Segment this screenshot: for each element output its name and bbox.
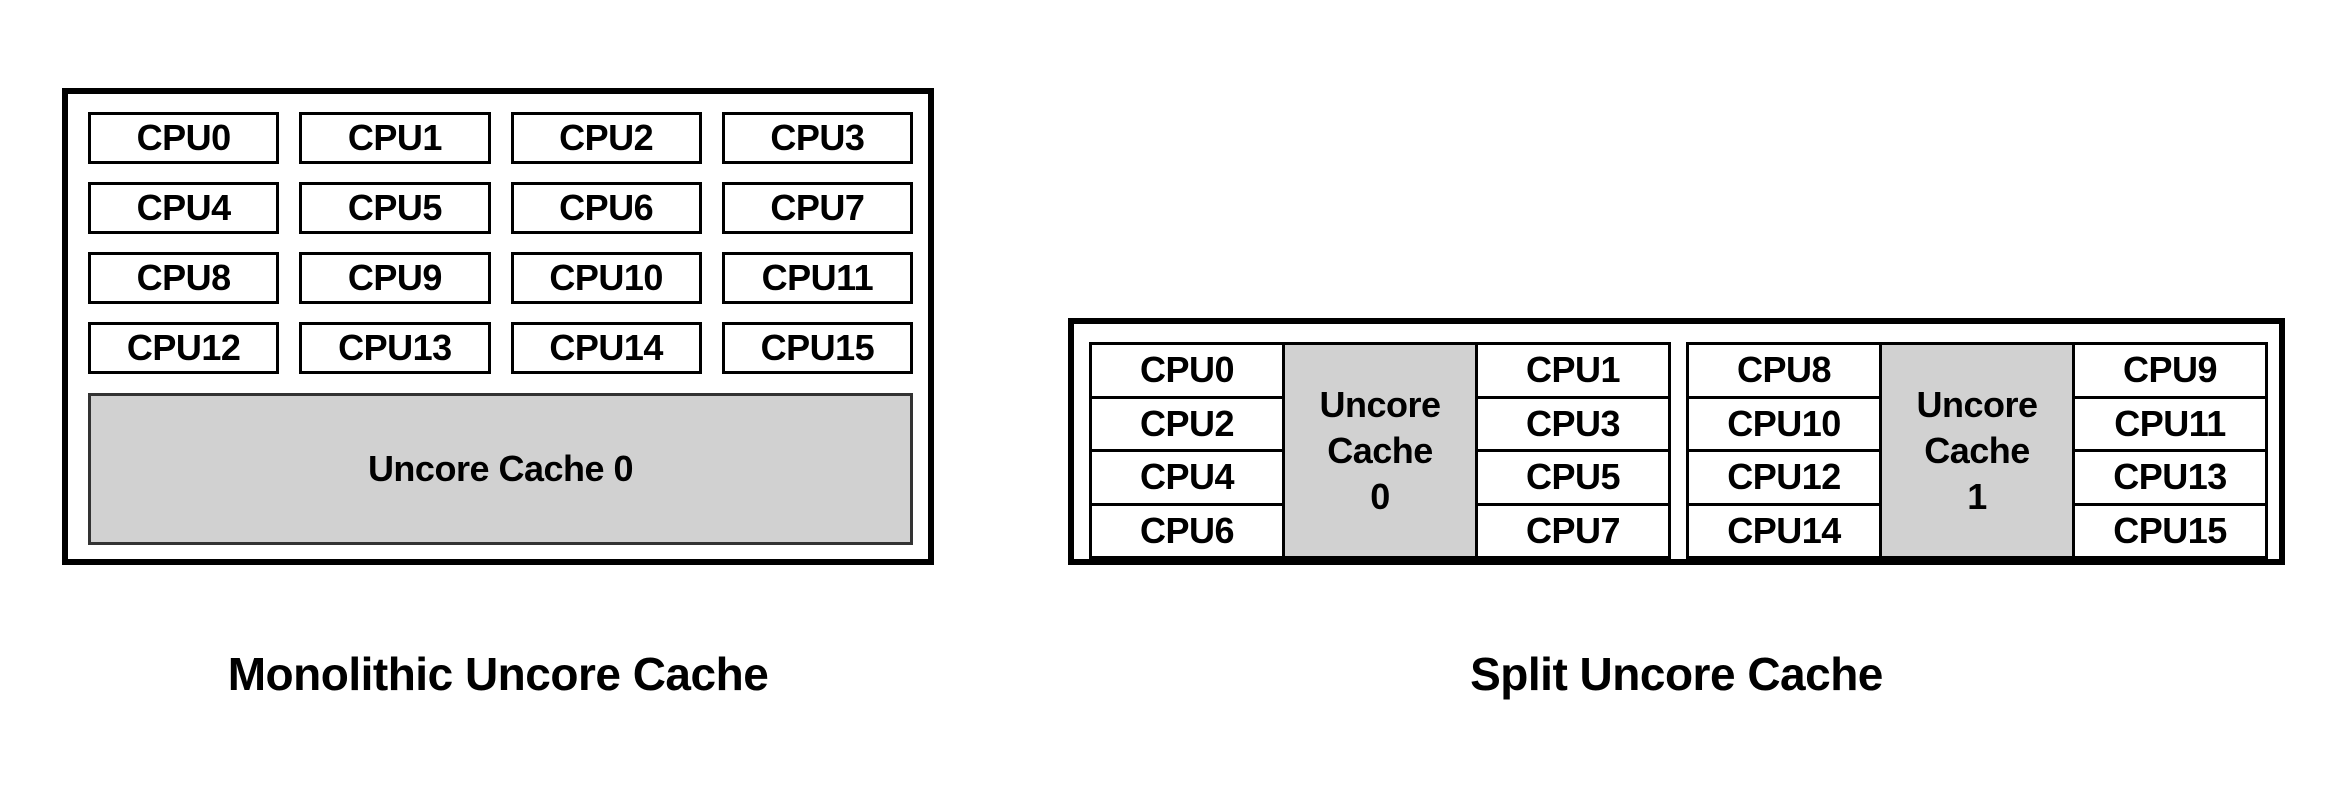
uncore-cache-0-block: Uncore Cache 0 bbox=[88, 393, 913, 545]
cluster-row: CPU4 CPU5 bbox=[1089, 449, 1671, 506]
uncore-cache-1-cell: Uncore Cache 1 bbox=[1879, 342, 2075, 559]
cpu-cell: CPU13 bbox=[2072, 449, 2268, 506]
cache-label-line: Uncore bbox=[1916, 383, 2038, 425]
cpu-box: CPU3 bbox=[721, 112, 913, 164]
cache-label-line: Cache bbox=[1327, 429, 1433, 471]
cpu-box: CPU10 bbox=[510, 252, 702, 304]
cpu-cell: CPU15 bbox=[2072, 502, 2268, 559]
cpu-grid: CPU0 CPU1 CPU2 CPU3 CPU4 CPU5 CPU6 CPU7 … bbox=[88, 112, 913, 374]
cpu-cell: CPU10 bbox=[1686, 395, 1882, 452]
cpu-cell: CPU14 bbox=[1686, 502, 1882, 559]
cpu-box: CPU6 bbox=[510, 182, 702, 234]
cluster-row: CPU6 CPU7 bbox=[1089, 502, 1671, 559]
monolithic-uncore-diagram: CPU0 CPU1 CPU2 CPU3 CPU4 CPU5 CPU6 CPU7 … bbox=[62, 88, 934, 565]
cluster-0: CPU0 Uncore Cache 0 CPU1 CPU2 CPU3 CPU4 … bbox=[1089, 342, 1671, 559]
cluster-row: CPU0 Uncore Cache 0 CPU1 bbox=[1089, 342, 1671, 559]
cpu-box: CPU7 bbox=[721, 182, 913, 234]
cpu-box: CPU11 bbox=[721, 252, 913, 304]
cpu-box: CPU0 bbox=[88, 112, 280, 164]
cache-label-line: Uncore bbox=[1319, 383, 1441, 425]
cpu-cell: CPU11 bbox=[2072, 395, 2268, 452]
cpu-cell: CPU9 bbox=[2072, 342, 2268, 399]
cpu-cell: CPU6 bbox=[1089, 502, 1285, 559]
cluster-row: CPU12 CPU13 bbox=[1686, 449, 2268, 506]
cpu-box: CPU1 bbox=[299, 112, 491, 164]
cpu-box: CPU13 bbox=[299, 322, 491, 374]
cpu-cell: CPU3 bbox=[1475, 395, 1671, 452]
cluster-1: CPU8 Uncore Cache 1 CPU9 CPU10 CPU11 CPU… bbox=[1686, 342, 2268, 559]
cluster-row: CPU8 Uncore Cache 1 CPU9 bbox=[1686, 342, 2268, 559]
cache-label-line: 1 bbox=[1967, 475, 1987, 517]
cpu-box: CPU2 bbox=[510, 112, 702, 164]
cpu-cell: CPU0 bbox=[1089, 342, 1285, 399]
cpu-cell: CPU4 bbox=[1089, 449, 1285, 506]
cpu-box: CPU14 bbox=[510, 322, 702, 374]
cpu-cell: CPU7 bbox=[1475, 502, 1671, 559]
cache-label-line: 0 bbox=[1370, 475, 1390, 517]
uncore-cache-0-cell: Uncore Cache 0 bbox=[1282, 342, 1478, 559]
cpu-cell: CPU2 bbox=[1089, 395, 1285, 452]
cpu-box: CPU15 bbox=[721, 322, 913, 374]
split-uncore-diagram: CPU0 Uncore Cache 0 CPU1 CPU2 CPU3 CPU4 … bbox=[1068, 318, 2285, 565]
cache-label-line: Cache bbox=[1924, 429, 2030, 471]
cpu-box: CPU8 bbox=[88, 252, 280, 304]
cpu-box: CPU5 bbox=[299, 182, 491, 234]
cluster-row: CPU14 CPU15 bbox=[1686, 502, 2268, 559]
cpu-box: CPU4 bbox=[88, 182, 280, 234]
split-caption: Split Uncore Cache bbox=[1470, 648, 1883, 700]
cluster-row: CPU2 CPU3 bbox=[1089, 395, 1671, 452]
cpu-box: CPU12 bbox=[88, 322, 280, 374]
cluster-row: CPU10 CPU11 bbox=[1686, 395, 2268, 452]
monolithic-caption: Monolithic Uncore Cache bbox=[227, 648, 769, 700]
cpu-box: CPU9 bbox=[299, 252, 491, 304]
cpu-cell: CPU8 bbox=[1686, 342, 1882, 399]
cpu-cell: CPU12 bbox=[1686, 449, 1882, 506]
cpu-cell: CPU1 bbox=[1475, 342, 1671, 399]
cpu-cell: CPU5 bbox=[1475, 449, 1671, 506]
